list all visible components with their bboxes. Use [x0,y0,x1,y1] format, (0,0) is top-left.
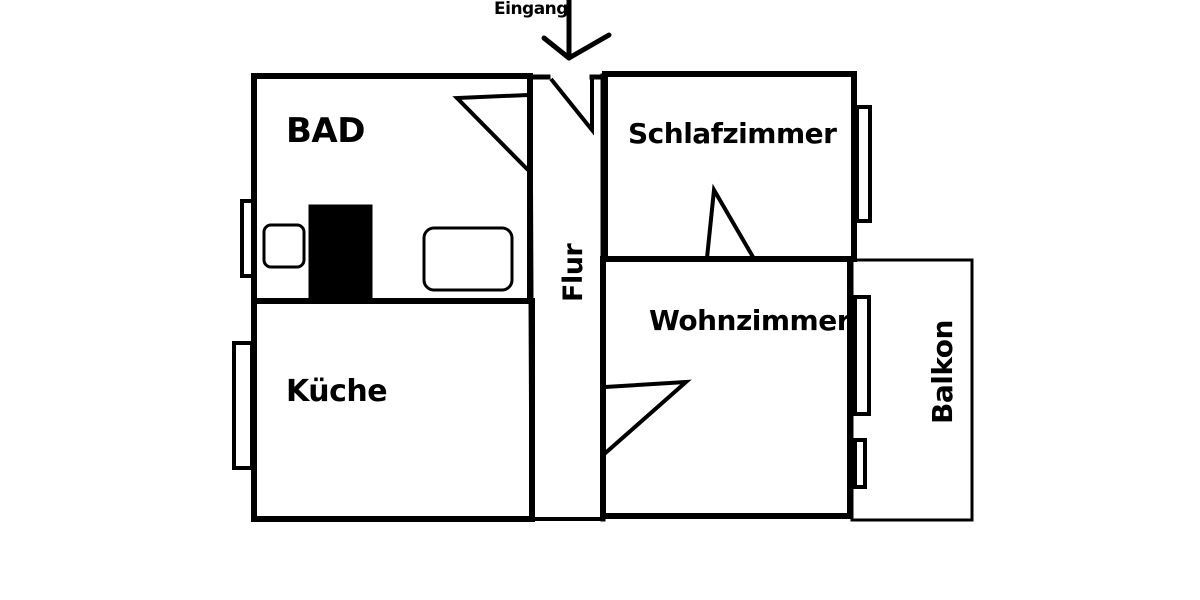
bathtub-icon [422,226,514,292]
doors [452,77,755,458]
flur-left-wall [527,73,535,522]
windows [232,105,872,489]
window-wohnzimmer-2 [853,438,867,489]
room-label-bad: BAD [286,111,365,151]
room-label-kueche: Küche [286,374,387,409]
walls [251,71,974,522]
balkon-room [850,258,974,522]
room-label-wohnzimmer: Wohnzimmer [649,304,851,337]
window-schlafzimmer [855,105,872,223]
door-schlafzimmer [705,183,755,259]
window-bad [240,199,255,278]
room-label-schlafzimmer: Schlafzimmer [628,117,837,150]
room-label-balkon: Balkon [926,320,959,424]
window-kueche [232,341,254,470]
schlafzimmer-room [602,71,857,262]
window-wohnzimmer-1 [853,295,871,416]
wohnzimmer-room [600,256,853,519]
entrance-arrow [541,0,612,61]
room-label-flur: Flur [558,243,589,302]
door-entrance [549,77,594,136]
door-bad [452,93,530,172]
sink-icon [262,223,306,269]
kueche-room [251,298,535,522]
toilet-icon [308,204,373,302]
entrance-label: Eingang [494,0,568,19]
door-wohnzimmer [600,379,692,458]
bathroom-fixtures [262,204,514,302]
